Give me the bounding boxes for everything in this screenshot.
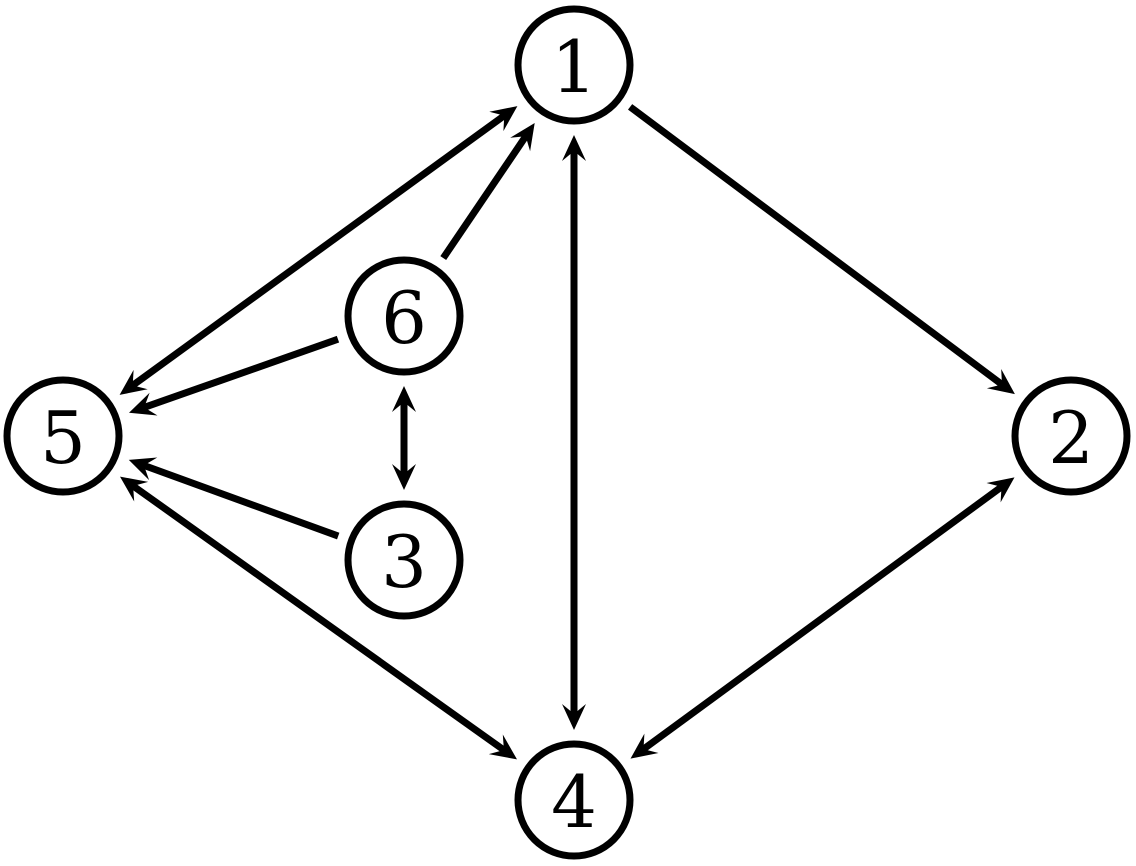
edge-6-1 (440, 123, 535, 261)
node-3-circle (344, 500, 464, 620)
node-5-label: 5 (40, 396, 86, 480)
edge-1-5 (119, 106, 518, 395)
edges-layer (119, 104, 1015, 760)
node-4-circle (514, 740, 634, 860)
arrowhead-1-5-at-1 (489, 106, 518, 132)
arrowhead-5-4-at-4 (488, 734, 517, 760)
arrowhead-6-3-at-6 (392, 386, 416, 412)
arrowhead-1-5-at-5 (119, 369, 148, 395)
edge-6-5 (129, 335, 340, 416)
node-1-circle (514, 5, 634, 125)
node-3-label: 3 (381, 520, 427, 604)
edge-line-6-5 (142, 335, 340, 411)
node-2-label: 2 (1048, 396, 1094, 480)
arrowhead-2-4-at-2 (986, 477, 1015, 503)
node-4: 4 (514, 740, 634, 860)
node-1-label: 1 (551, 25, 597, 109)
node-5: 5 (3, 376, 123, 496)
arrowhead-1-4-at-4 (562, 704, 586, 730)
arrowhead-3-5-at-5 (128, 457, 158, 481)
node-3: 3 (344, 500, 464, 620)
node-6: 6 (344, 256, 464, 376)
edge-1-2 (628, 104, 1015, 395)
edge-line-5-4 (130, 482, 507, 754)
arrowhead-6-1-at-1 (510, 123, 535, 152)
node-1: 1 (514, 5, 634, 125)
node-6-circle (344, 256, 464, 376)
arrowhead-5-4-at-5 (120, 476, 149, 502)
arrowhead-1-2-at-2 (986, 369, 1015, 395)
node-2: 2 (1011, 376, 1131, 496)
edge-line-6-1 (440, 133, 529, 261)
edge-3-5 (128, 457, 340, 540)
arrowhead-6-5-at-5 (129, 392, 158, 416)
edge-2-4 (630, 477, 1015, 759)
edge-line-1-5 (130, 112, 507, 389)
edge-line-2-4 (640, 483, 1005, 753)
arrowhead-2-4-at-4 (630, 733, 659, 759)
edge-line-1-2 (628, 104, 1005, 388)
edge-6-3 (392, 386, 416, 490)
edge-5-4 (120, 476, 517, 760)
node-6-label: 6 (381, 276, 427, 360)
node-5-circle (3, 376, 123, 496)
nodes-layer: 1 2 3 4 5 6 (3, 5, 1131, 860)
node-4-label: 4 (551, 760, 597, 844)
arrowhead-6-3-at-3 (392, 464, 416, 490)
edge-line-3-5 (142, 461, 340, 540)
arrowhead-1-4-at-1 (562, 135, 586, 161)
node-2-circle (1011, 376, 1131, 496)
edge-1-4 (562, 135, 586, 730)
